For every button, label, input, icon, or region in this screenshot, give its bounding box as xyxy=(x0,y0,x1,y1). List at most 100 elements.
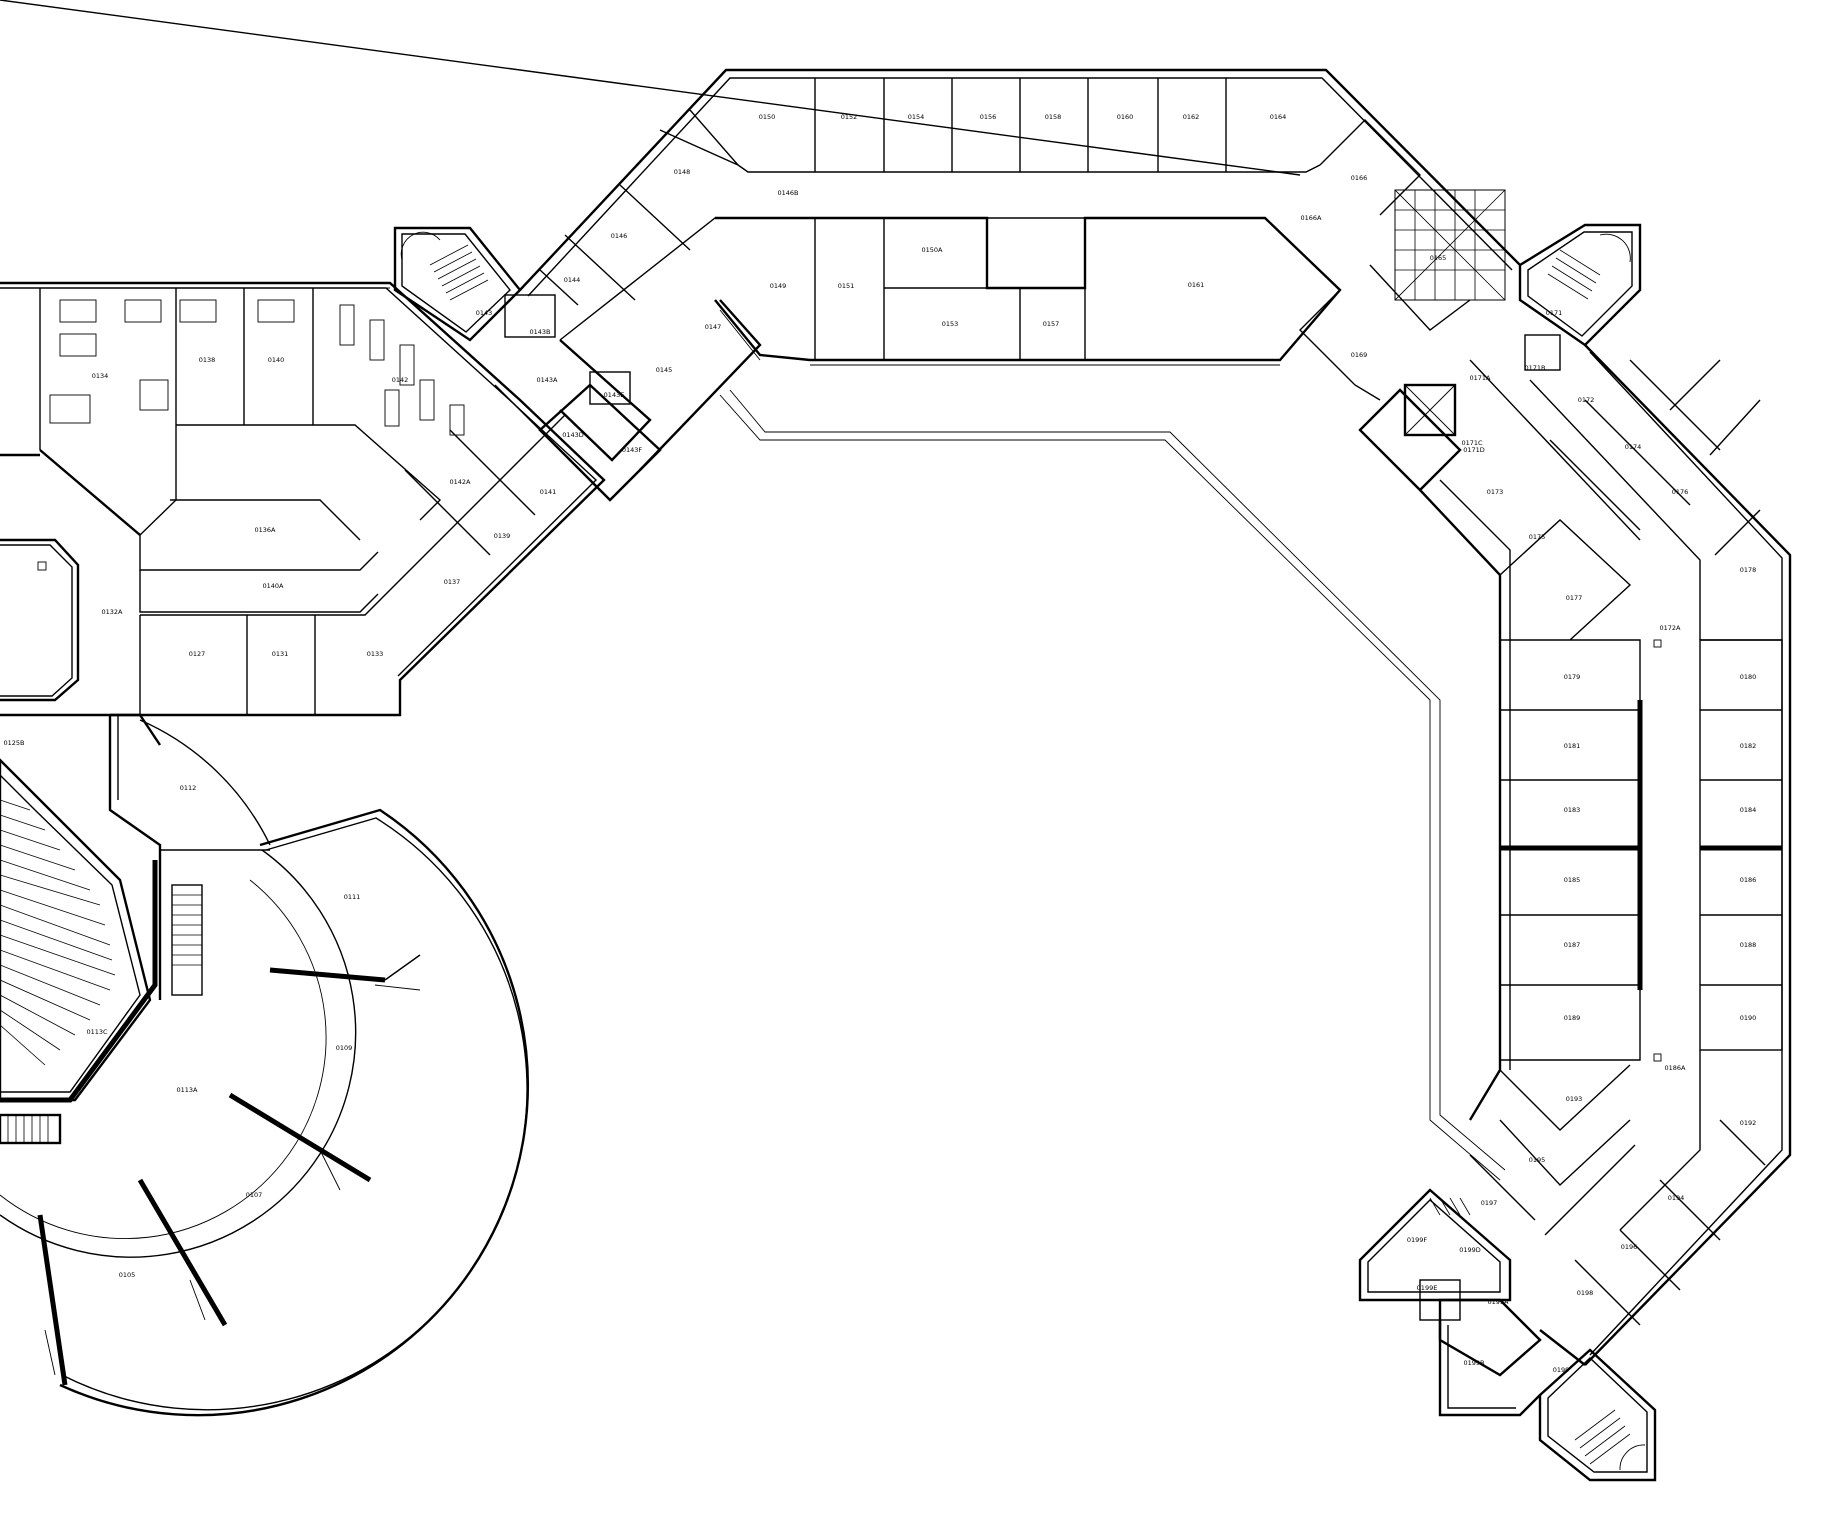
room-label-0195: 0195 xyxy=(1529,1156,1546,1164)
room-label-0150: 0150 xyxy=(759,113,776,121)
room-label-0172A: 0172A xyxy=(1660,624,1682,632)
room-label-0136A: 0136A xyxy=(255,526,277,534)
room-label-0151: 0151 xyxy=(838,282,855,290)
room-label-0145: 0145 xyxy=(656,366,673,374)
room-label-0134: 0134 xyxy=(92,372,109,380)
room-label-0153: 0153 xyxy=(942,320,959,328)
room-label-0198: 0198 xyxy=(1577,1289,1594,1297)
room-label-0156: 0156 xyxy=(980,113,997,121)
rotunda-auditorium xyxy=(0,713,530,1417)
room-label-0182: 0182 xyxy=(1740,742,1757,750)
room-label-0161: 0161 xyxy=(1188,281,1205,289)
room-label-0192: 0192 xyxy=(1740,1119,1757,1127)
room-label-0193: 0193 xyxy=(1566,1095,1583,1103)
room-label-0113A: 0113A xyxy=(177,1086,199,1094)
room-label-0171B: 0171B xyxy=(1524,364,1545,372)
west-office-block xyxy=(0,281,606,717)
room-label-0180: 0180 xyxy=(1740,673,1757,681)
room-label-0199A: 0199A xyxy=(1488,1298,1510,1306)
room-label-0185: 0185 xyxy=(1564,876,1581,884)
room-label-0146B: 0146B xyxy=(777,189,798,197)
room-label-0187: 0187 xyxy=(1564,941,1581,949)
room-label-0172: 0172 xyxy=(1578,396,1595,404)
room-label-0143: 0143 xyxy=(476,309,493,317)
room-label-0107: 0107 xyxy=(246,1191,263,1199)
room-label-0138: 0138 xyxy=(199,356,216,364)
room-label-0186A: 0186A xyxy=(1665,1064,1687,1072)
room-label-0171A: 0171A xyxy=(1470,374,1492,382)
room-label-0143D: 0143D xyxy=(562,431,584,439)
room-label-0142: 0142 xyxy=(392,376,409,384)
north-wing xyxy=(0,0,1521,401)
east-wing xyxy=(1419,344,1792,1366)
room-label-0197: 0197 xyxy=(1481,1199,1498,1207)
room-label-0105: 0105 xyxy=(119,1271,136,1279)
room-label-0139: 0139 xyxy=(494,532,511,540)
room-label-0146: 0146 xyxy=(611,232,628,240)
room-label-0162: 0162 xyxy=(1183,113,1200,121)
room-label-0147: 0147 xyxy=(705,323,722,331)
room-label-0133: 0133 xyxy=(367,650,384,658)
room-label-0186: 0186 xyxy=(1740,876,1757,884)
room-label-0160: 0160 xyxy=(1117,113,1134,121)
room-label-0109: 0109 xyxy=(336,1044,353,1052)
room-label-0173: 0173 xyxy=(1487,488,1504,496)
southeast-stair-core xyxy=(1358,1188,1657,1482)
room-label-0157: 0157 xyxy=(1043,320,1060,328)
room-label-0132A: 0132A xyxy=(102,608,124,616)
room-label-0183: 0183 xyxy=(1564,806,1581,814)
room-label-0148: 0148 xyxy=(674,168,691,176)
room-label-0143F: 0143F xyxy=(622,446,643,454)
room-label-0171D: 0171D xyxy=(1463,446,1485,454)
room-label-0188: 0188 xyxy=(1740,941,1757,949)
room-label-0112: 0112 xyxy=(180,784,197,792)
room-label-0199D: 0199D xyxy=(1459,1246,1481,1254)
room-label-0165: 0165 xyxy=(1430,254,1447,262)
room-label-0152: 0152 xyxy=(841,113,858,121)
room-label-0140A: 0140A xyxy=(263,582,285,590)
room-label-0199B: 0199B xyxy=(1463,1359,1484,1367)
room-label-0181: 0181 xyxy=(1564,742,1581,750)
room-label-0166: 0166 xyxy=(1351,174,1368,182)
room-label-0149: 0149 xyxy=(770,282,787,290)
room-label-0154: 0154 xyxy=(908,113,925,121)
room-label-0143B: 0143B xyxy=(529,328,550,336)
room-label-0158: 0158 xyxy=(1045,113,1062,121)
room-label-0177: 0177 xyxy=(1566,594,1583,602)
room-label-0176: 0176 xyxy=(1672,488,1689,496)
room-label-0140: 0140 xyxy=(268,356,285,364)
room-label-0184: 0184 xyxy=(1740,806,1757,814)
room-label-0113C: 0113C xyxy=(86,1028,108,1036)
room-label-0150A: 0150A xyxy=(922,246,944,254)
room-label-0169: 0169 xyxy=(1351,351,1368,359)
northeast-stair-elevator xyxy=(1358,223,1642,492)
northwest-stair xyxy=(393,226,522,342)
room-label-0171: 0171 xyxy=(1546,309,1563,317)
room-label-0171C: 0171C xyxy=(1461,439,1483,447)
room-label-0178: 0178 xyxy=(1740,566,1757,574)
room-label-0143E: 0143E xyxy=(604,391,625,399)
room-label-0131: 0131 xyxy=(272,650,289,658)
room-label-0199: 0199 xyxy=(1553,1366,1570,1374)
room-label-0190: 0190 xyxy=(1740,1014,1757,1022)
room-label-0189: 0189 xyxy=(1564,1014,1581,1022)
room-label-0199F: 0199F xyxy=(1407,1236,1428,1244)
room-label-0194: 0194 xyxy=(1668,1194,1685,1202)
room-label-0199E: 0199E xyxy=(1417,1284,1438,1292)
room-label-0137: 0137 xyxy=(444,578,461,586)
room-label-0127: 0127 xyxy=(189,650,206,658)
room-label-0166A: 0166A xyxy=(1301,214,1323,222)
room-label-0141: 0141 xyxy=(540,488,557,496)
central-core xyxy=(504,294,1506,1181)
room-label-0174: 0174 xyxy=(1625,443,1642,451)
room-label-0144: 0144 xyxy=(564,276,581,284)
room-label-0125B: 0125B xyxy=(3,739,24,747)
room-label-0164: 0164 xyxy=(1270,113,1287,121)
room-labels: 0134 0138 0140 0142 0142A 0136A 0140A 0132A 0127… xyxy=(3,113,1756,1374)
room-label-0196: 0196 xyxy=(1621,1243,1638,1251)
room-label-0142A: 0142A xyxy=(450,478,472,486)
room-label-0143A: 0143A xyxy=(537,376,559,384)
room-label-0175: 0175 xyxy=(1529,533,1546,541)
room-label-0179: 0179 xyxy=(1564,673,1581,681)
